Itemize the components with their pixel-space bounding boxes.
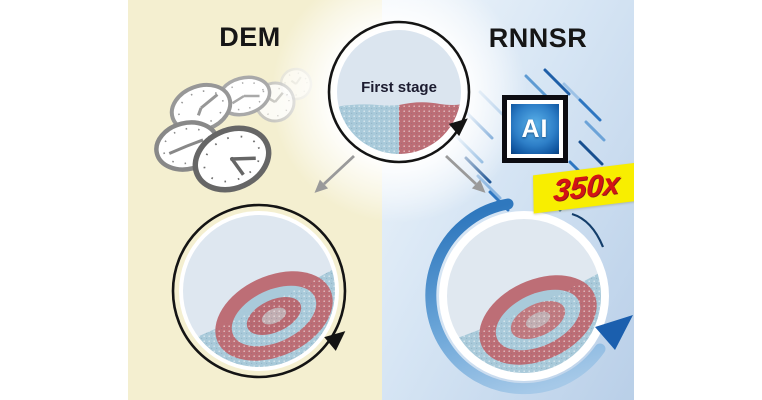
rotation-arc-rnnsr — [425, 198, 606, 395]
first-stage-label: First stage — [361, 79, 437, 96]
rotation-arrowhead-dem — [324, 331, 346, 351]
split-arrow-to-rnnsr — [445, 154, 486, 193]
dem-result-drum — [171, 203, 347, 379]
ai-icon-label: AI — [511, 104, 559, 154]
rnnsr-title: RNNSR — [488, 23, 588, 53]
first-stage-drum — [327, 20, 471, 164]
rotation-arc-dem — [171, 203, 347, 379]
speedup-badge-label: 350x — [552, 166, 621, 209]
rotation-arrowhead-first-stage — [448, 118, 468, 137]
rotation-arrowhead-rnnsr — [595, 315, 633, 350]
ai-icon: AI — [502, 95, 568, 163]
rotation-arc-first-stage — [327, 20, 471, 164]
figure-canvas: DEM RNNSR First stage AI 350x — [128, 0, 634, 400]
swoosh-line — [571, 212, 605, 248]
rnnsr-result-drum — [425, 198, 633, 395]
diagram-artwork — [154, 0, 633, 395]
split-arrow-to-dem — [314, 154, 355, 193]
dem-title: DEM — [219, 22, 281, 52]
